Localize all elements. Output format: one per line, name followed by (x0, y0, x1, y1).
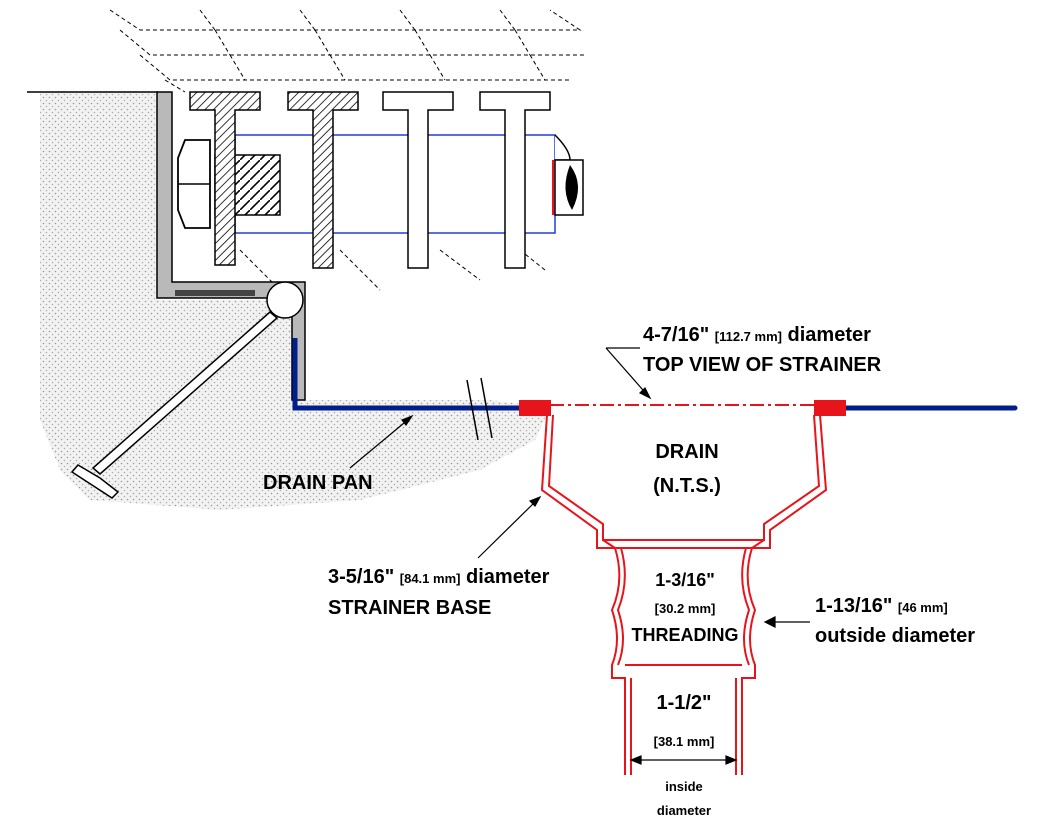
t-bar-2 (287, 91, 359, 269)
top-view-caption: TOP VIEW OF STRAINER (643, 354, 882, 376)
inside-caption-2: diameter (657, 803, 711, 818)
t-bar-4 (479, 91, 551, 269)
drain-body (519, 400, 846, 775)
threading-caption: THREADING (632, 625, 739, 645)
drain-title: DRAIN (655, 441, 718, 463)
drain-note: (N.T.S.) (653, 475, 721, 497)
t-bar-3 (382, 91, 454, 269)
threading-dimension: 1-3/16" (655, 570, 715, 590)
strainer-base-caption: STRAINER BASE (328, 597, 491, 619)
frame-slot (175, 290, 255, 296)
inside-metric: [38.1 mm] (654, 734, 715, 749)
inside-caption-1: inside (665, 779, 703, 794)
t-bar-1 (189, 91, 261, 266)
strainer-base-dimension: 3-5/16" [84.1 mm] diameter (328, 566, 550, 588)
top-view-dimension: 4-7/16" [112.7 mm] diameter (643, 324, 871, 346)
gray-frame (156, 91, 306, 401)
inside-dimension: 1-1/2" (656, 692, 711, 714)
anchor-rod (70, 281, 304, 499)
outside-dimension: 1-13/16" [46 mm] (815, 595, 948, 617)
drain-pan (292, 338, 520, 411)
outside-caption: outside diameter (815, 625, 975, 647)
leader-lines (349, 347, 810, 765)
grating-dashed-outline (109, 9, 585, 291)
break-mark (466, 377, 493, 441)
threading-metric: [30.2 mm] (655, 601, 716, 616)
drain-pan-label: DRAIN PAN (263, 472, 373, 494)
